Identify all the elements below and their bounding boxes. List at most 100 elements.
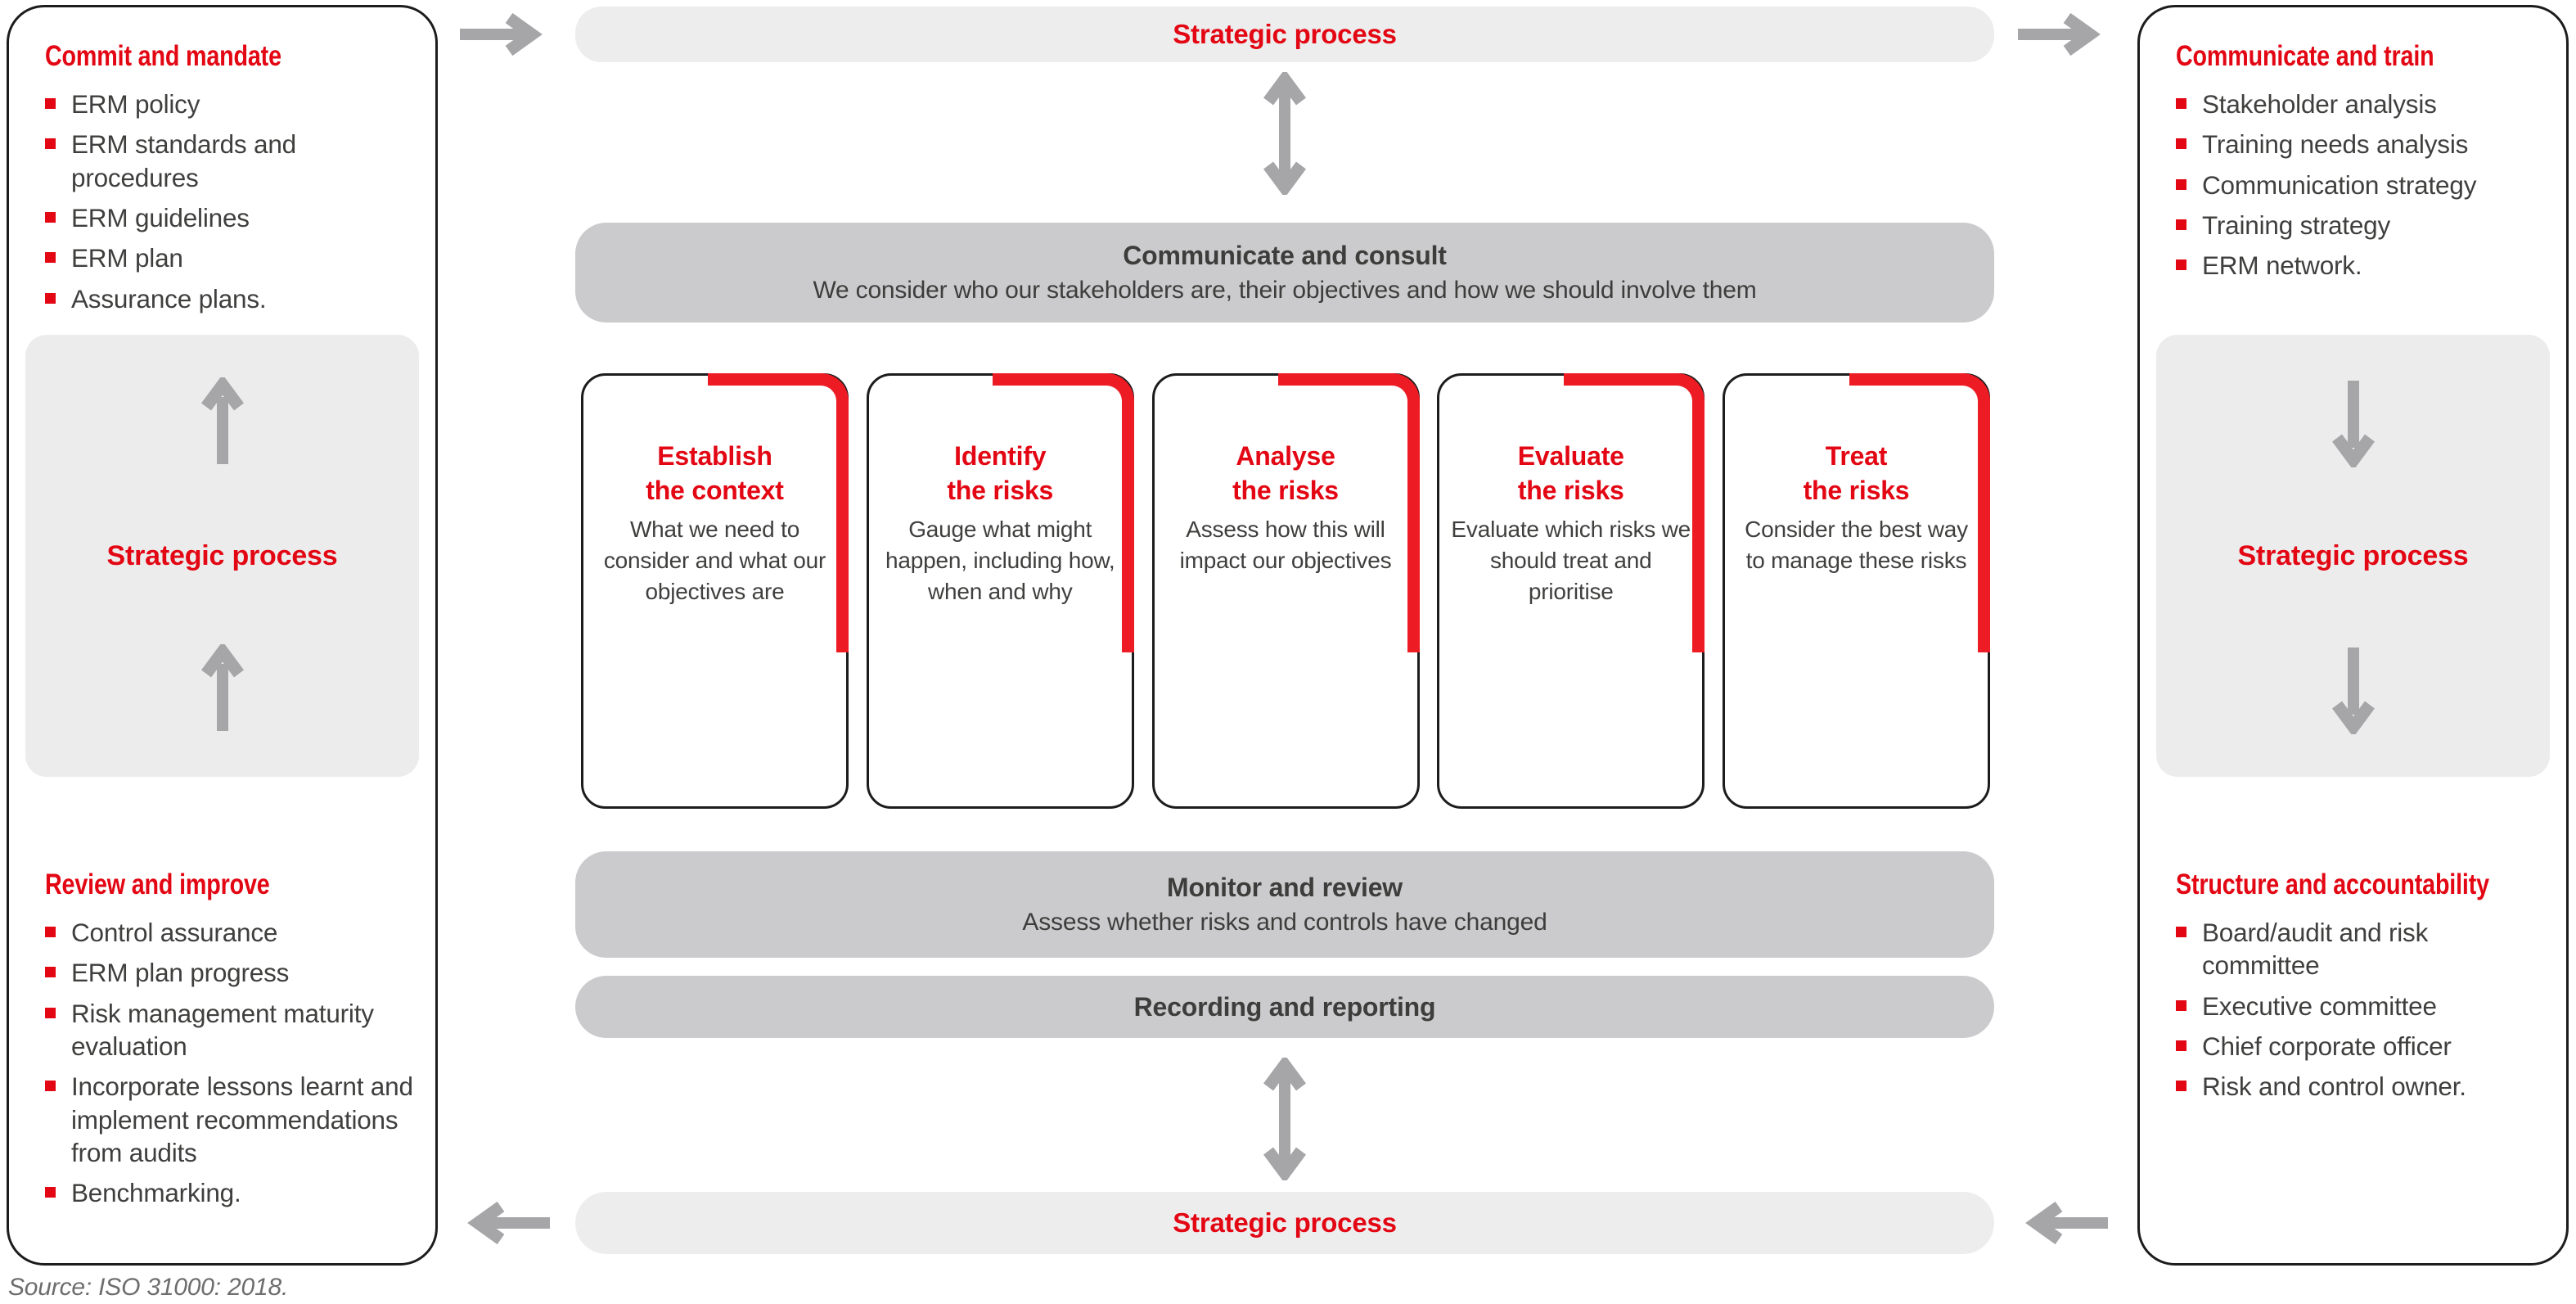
card-body: What we need to consider and what our ob…	[603, 517, 826, 604]
list-item: ERM standards and procedures	[45, 128, 416, 194]
bullet-square-icon	[45, 1007, 56, 1018]
red-corner-accent	[993, 373, 1134, 653]
bullet-square-icon	[45, 98, 56, 109]
bullet-list: Control assurance ERM plan progress Risk…	[45, 916, 416, 1210]
list-item-text: Benchmarking.	[71, 1178, 241, 1208]
red-corner-accent	[1563, 373, 1705, 653]
bar-title: Communicate and consult	[1123, 241, 1447, 270]
monitor-and-review-bar: Monitor and review Assess whether risks …	[575, 851, 1994, 958]
double-arrow-vertical-icon	[1263, 72, 1306, 195]
list-item: Incorporate lessons learnt and implement…	[45, 1070, 416, 1169]
bullet-square-icon	[2176, 999, 2186, 1011]
list-item-text: Training needs analysis	[2202, 129, 2469, 160]
list-item-text: Control assurance	[71, 918, 278, 947]
right-panel: Communicate and train Stakeholder analys…	[2137, 5, 2569, 1266]
list-item-text: Risk management maturity evaluation	[71, 998, 374, 1061]
list-item-text: ERM policy	[71, 89, 200, 119]
card-body: Assess how this will impact our objectiv…	[1179, 517, 1392, 573]
list-item-text: Board/audit and risk committee	[2202, 918, 2429, 981]
section-title: Communicate and train	[2176, 40, 2434, 72]
bullet-square-icon	[2176, 927, 2186, 937]
structure-and-accountability-section: Structure and accountability Board/audit…	[2176, 869, 2547, 1111]
strategic-process-box-right: Strategic process	[2156, 335, 2550, 777]
list-item: ERM policy	[45, 88, 416, 120]
list-item: Risk management maturity evaluation	[45, 997, 416, 1063]
communicate-and-consult-bar: Communicate and consult We consider who …	[575, 223, 1994, 323]
card-title-line2: the context	[646, 475, 784, 505]
bar-subtitle: Assess whether risks and controls have c…	[1022, 909, 1547, 936]
card-title-line1: Establish	[657, 441, 772, 471]
bar-title: Recording and reporting	[1133, 991, 1436, 1022]
card-evaluate-the-risks: Evaluate the risks Evaluate which risks …	[1437, 373, 1705, 809]
section-title: Structure and accountability	[2176, 869, 2489, 900]
recording-and-reporting-bar: Recording and reporting	[575, 976, 1994, 1038]
double-arrow-vertical-icon	[1263, 1058, 1306, 1180]
list-item: ERM plan progress	[45, 956, 416, 989]
bullet-square-icon	[45, 967, 56, 978]
card-identify-the-risks: Identify the risks Gauge what might happ…	[866, 373, 1134, 809]
card-establish-the-context: Establish the context What we need to co…	[581, 373, 849, 809]
list-item-text: Training strategy	[2202, 210, 2391, 240]
strategic-process-box-left: Strategic process	[25, 335, 419, 777]
card-title-line2: the risks	[1517, 475, 1624, 505]
arrow-down-icon	[2331, 381, 2375, 467]
card-body: Consider the best way to manage these ri…	[1745, 517, 1968, 573]
bullet-square-icon	[2176, 98, 2186, 109]
section-title: Commit and mandate	[45, 40, 281, 72]
list-item: Executive committee	[2176, 990, 2547, 1022]
bar-label: Strategic process	[1173, 19, 1397, 49]
red-corner-accent	[1278, 373, 1420, 653]
list-item: Control assurance	[45, 916, 416, 949]
bar-title: Monitor and review	[1167, 873, 1403, 902]
card-title-line2: the risks	[1803, 475, 1910, 505]
bullet-square-icon	[45, 138, 56, 150]
list-item-text: ERM plan progress	[71, 958, 290, 988]
list-item: Training needs analysis	[2176, 128, 2547, 160]
bullet-square-icon	[2176, 1040, 2186, 1051]
list-item: Assurance plans.	[45, 282, 416, 315]
card-title: Analyse the risks	[1161, 440, 1411, 508]
arrow-up-icon	[200, 377, 244, 464]
arrow-right-icon	[2018, 13, 2101, 56]
communicate-and-train-section: Communicate and train Stakeholder analys…	[2176, 40, 2547, 290]
strategic-process-label: Strategic process	[2237, 539, 2469, 571]
risk-process-cards: Establish the context What we need to co…	[581, 373, 1990, 809]
list-item: ERM guidelines	[45, 201, 416, 234]
list-item-text: ERM standards and procedures	[71, 129, 296, 192]
bullet-square-icon	[45, 252, 56, 264]
bar-label: Strategic process	[1173, 1207, 1397, 1238]
bullet-square-icon	[45, 1187, 56, 1198]
list-item: Communication strategy	[2176, 169, 2547, 201]
card-title-line1: Analyse	[1236, 441, 1335, 471]
arrow-right-icon	[460, 13, 543, 56]
bullet-square-icon	[2176, 178, 2186, 190]
bullet-square-icon	[45, 1081, 56, 1092]
top-strategic-process-bar: Strategic process	[575, 7, 1994, 62]
card-title-line1: Treat	[1825, 441, 1888, 471]
section-title: Review and improve	[45, 869, 270, 900]
bullet-square-icon	[2176, 1081, 2186, 1092]
list-item-text: Stakeholder analysis	[2202, 89, 2437, 119]
card-title: Treat the risks	[1732, 440, 1981, 508]
card-title: Establish the context	[590, 440, 840, 508]
source-caption: Source: ISO 31000: 2018.	[8, 1274, 289, 1301]
list-item-text: ERM plan	[71, 243, 183, 273]
card-title: Identify the risks	[876, 440, 1125, 508]
arrow-down-icon	[2331, 647, 2375, 734]
review-and-improve-section: Review and improve Control assurance ERM…	[45, 869, 416, 1217]
strategic-process-label: Strategic process	[106, 539, 338, 571]
arrow-up-icon	[200, 644, 244, 731]
card-title-line2: the risks	[947, 475, 1054, 505]
card-title: Evaluate the risks	[1446, 440, 1696, 508]
red-corner-accent	[707, 373, 849, 653]
bullet-square-icon	[45, 927, 56, 937]
commit-and-mandate-section: Commit and mandate ERM policy ERM standa…	[45, 40, 416, 323]
list-item-text: Risk and control owner.	[2202, 1072, 2466, 1102]
card-title-line1: Identify	[954, 441, 1047, 471]
arrow-left-icon	[467, 1202, 550, 1244]
list-item-text: Executive committee	[2202, 990, 2437, 1021]
list-item: Chief corporate officer	[2176, 1030, 2547, 1063]
bullet-list: Board/audit and risk committee Executive…	[2176, 916, 2547, 1103]
bottom-strategic-process-bar: Strategic process	[575, 1192, 1994, 1254]
